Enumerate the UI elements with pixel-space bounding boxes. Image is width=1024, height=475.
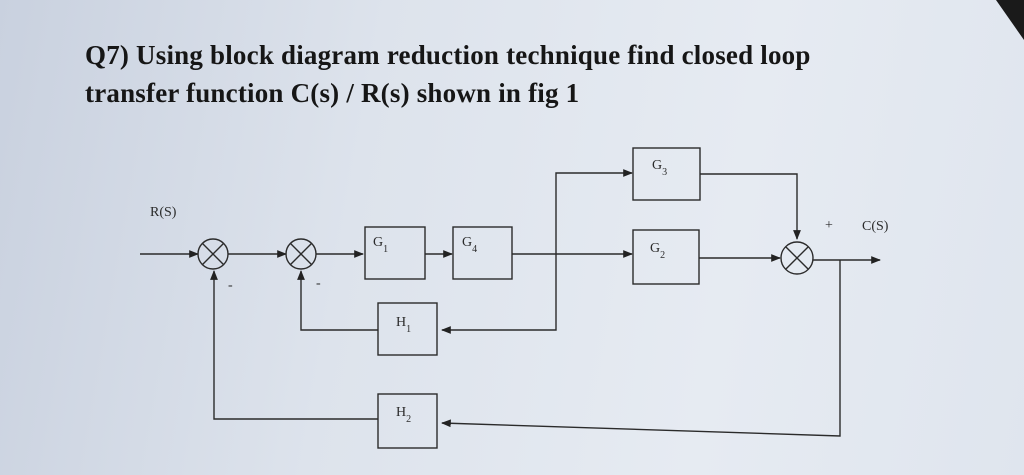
block-h1-label: H1 (396, 315, 411, 335)
input-label: R(S) (150, 205, 177, 220)
block-h2 (377, 393, 438, 449)
sum3-plus-sign: + (825, 218, 833, 233)
page-corner-shadow (996, 0, 1024, 40)
block-g2 (632, 229, 700, 285)
block-g4-label: G4 (462, 235, 477, 255)
summing-junction-3 (780, 241, 814, 275)
block-g3 (632, 147, 701, 201)
question-line-1: Q7) Using block diagram reduction techni… (85, 40, 811, 70)
g3-to-sum3-line (700, 173, 801, 240)
block-g1-label: G1 (373, 235, 388, 255)
block-g3-label: G3 (652, 158, 667, 178)
summing-junction-1 (197, 238, 229, 270)
sum1-minus-sign: - (228, 278, 233, 293)
branch-to-h1-line (441, 254, 557, 334)
output-label: C(S) (862, 219, 889, 234)
h2-to-sum1-line (210, 270, 378, 420)
summing-junction-2 (285, 238, 317, 270)
block-g1 (364, 226, 426, 280)
sum2-minus-sign: - (316, 276, 321, 291)
block-h1 (377, 302, 438, 356)
question-text: Q7) Using block diagram reduction techni… (85, 36, 905, 112)
block-g2-label: G2 (650, 241, 665, 261)
output-to-h2-line (441, 260, 841, 437)
h1-to-sum2-line (297, 270, 378, 331)
block-g4 (452, 226, 513, 280)
question-line-2: transfer function C(s) / R(s) shown in f… (85, 78, 580, 108)
block-h2-label: H2 (396, 405, 411, 425)
branch-to-g3-line (555, 169, 633, 254)
